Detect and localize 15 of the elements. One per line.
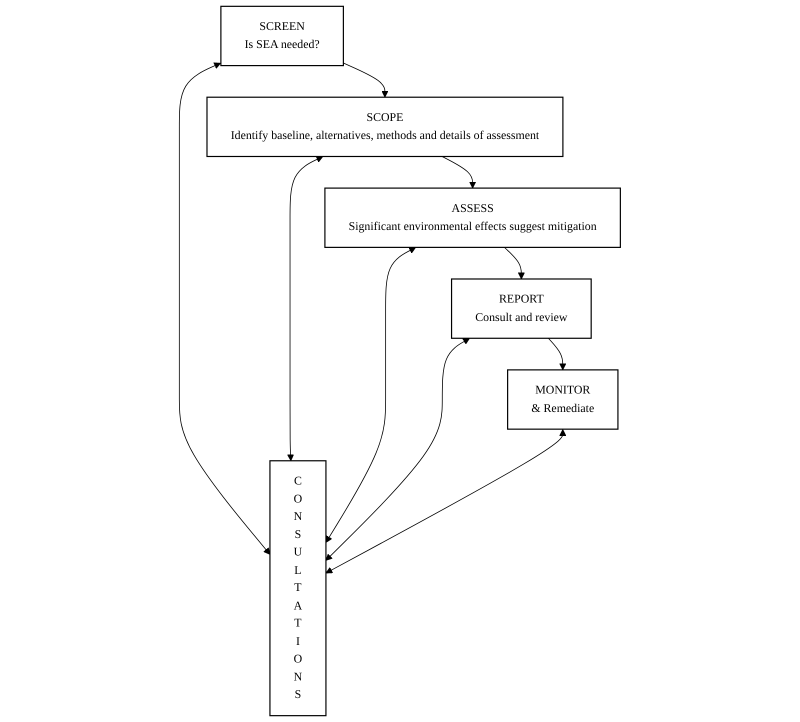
arrow — [326, 429, 566, 574]
node-box: CONSULTATIONS — [270, 460, 327, 716]
node-box: MONITOR & Remediate — [507, 369, 619, 430]
node-box: ASSESS Significant environmental effects suggest mitigation — [324, 188, 622, 248]
arrow — [287, 156, 324, 462]
arrow — [179, 62, 270, 555]
arrow — [442, 156, 476, 188]
arrow — [343, 62, 389, 98]
arrow — [504, 246, 525, 280]
node-box: SCREEN Is SEA needed? — [220, 6, 344, 66]
arrow — [548, 338, 566, 370]
node-box: REPORT Consult and review — [451, 278, 592, 339]
arrow — [326, 247, 416, 543]
node-box: SCOPE Identify baseline, alternatives, methods and details of assessment — [206, 96, 564, 158]
arrow — [326, 338, 470, 561]
